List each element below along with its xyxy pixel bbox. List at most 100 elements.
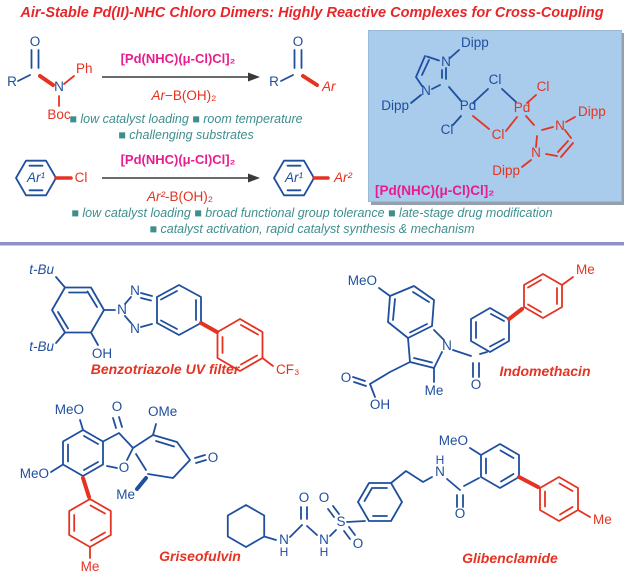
catalyst-text: [Pd(NHC)(μ-Cl)Cl]₂ bbox=[121, 51, 236, 66]
ketone-product-structure: O R Ar bbox=[269, 34, 336, 94]
atom-label-n: N bbox=[279, 532, 289, 547]
features-list: ■ low catalyst loading ■ broad functiona… bbox=[0, 206, 624, 237]
group-label-meo: MeO bbox=[348, 273, 377, 288]
indomethacin-structure: MeO N Me O OH O Me bbox=[341, 262, 595, 412]
page-title: Air-Stable Pd(II)-NHC Chloro Dimers: Hig… bbox=[20, 5, 604, 21]
group-label-ar: Ar bbox=[321, 79, 336, 94]
reaction-1-scheme: O R N Ph Boc [Pd(NHC)(μ-Cl)Cl]₂ Ar −B(OH… bbox=[7, 34, 336, 122]
atom-label-o: O bbox=[30, 34, 41, 49]
atom-label-o: O bbox=[353, 536, 364, 551]
catalyst-formula-label: [Pd(NHC)(μ-Cl)Cl]₂ bbox=[375, 183, 495, 198]
catalyst-text: [Pd(NHC)(μ-Cl)Cl]₂ bbox=[121, 152, 236, 167]
benzotriazole-red-aryl: CF₃ bbox=[199, 318, 300, 377]
group-label-dipp: Dipp bbox=[461, 35, 489, 50]
molecule-name-griseofulvin: Griseofulvin bbox=[159, 548, 241, 564]
arrowhead-icon bbox=[248, 72, 260, 82]
atom-label-n: N bbox=[435, 464, 445, 479]
amide-substrate-structure: O R N Ph Boc bbox=[7, 34, 92, 122]
glibenclamide-structure: N H O N H S O O H N O MeO bbox=[226, 433, 612, 559]
atom-label-n: N bbox=[117, 302, 127, 317]
group-label-ph: Ph bbox=[76, 61, 93, 76]
group-label-oh: OH bbox=[370, 397, 390, 412]
molecule-name-glibenclamide: Glibenclamide bbox=[462, 550, 558, 566]
group-label-me: Me bbox=[116, 487, 135, 502]
benzotriazole-blue-core: t-Bu t-Bu OH N N N bbox=[29, 262, 202, 361]
group-label-tbu: t-Bu bbox=[29, 262, 54, 277]
group-label-meo: MeO bbox=[55, 402, 84, 417]
feature-line: ■ low catalyst loading ■ room temperatur… bbox=[69, 112, 303, 126]
group-label-dipp: Dipp bbox=[578, 104, 606, 119]
atom-label-o: O bbox=[299, 490, 310, 505]
indomethacin-red-aryl: Me bbox=[507, 262, 595, 321]
atom-label-cl: Cl bbox=[441, 122, 454, 137]
feature-line: ■ catalyst activation, rapid catalyst sy… bbox=[149, 221, 475, 236]
atom-label-n: N bbox=[130, 321, 140, 336]
atom-label-o: O bbox=[341, 370, 352, 385]
group-label-cf3: CF₃ bbox=[276, 362, 300, 377]
atom-label-cl: Cl bbox=[537, 79, 550, 94]
atom-label-cl: Cl bbox=[489, 72, 502, 87]
group-label-meo: MeO bbox=[20, 466, 49, 481]
atom-label-cl: Cl bbox=[75, 170, 88, 185]
atom-label-n: N bbox=[555, 118, 565, 133]
nhc-pd-unit-blue: N N Dipp Dipp Pd Cl Cl bbox=[381, 35, 517, 137]
atom-label-s: S bbox=[336, 514, 345, 529]
atom-label-o: O bbox=[319, 490, 330, 505]
atom-label-h: H bbox=[280, 545, 289, 559]
group-label-ar2: Ar² bbox=[333, 170, 353, 185]
atom-label-r: R bbox=[269, 74, 279, 89]
atom-label-o: O bbox=[293, 34, 304, 49]
group-label-oh: OH bbox=[92, 346, 112, 361]
reaction-2-scheme: Ar¹ Cl [Pd(NHC)(μ-Cl)Cl]₂ Ar² -B(OH)₂ Ar… bbox=[15, 152, 353, 204]
atom-label-o: O bbox=[112, 399, 123, 414]
group-label-dipp: Dipp bbox=[492, 163, 520, 178]
catalyst-structure-box: N N Dipp Dipp Pd Cl Cl Cl Pd Cl bbox=[368, 30, 622, 202]
group-label-me: Me bbox=[576, 262, 595, 277]
glibenclamide-red-aryl: Me bbox=[517, 475, 612, 527]
biaryl-product: Ar¹ Ar² bbox=[273, 159, 353, 197]
atom-label-n: N bbox=[531, 145, 541, 160]
group-label-me: Me bbox=[81, 559, 100, 574]
molecule-name-indomethacin: Indomethacin bbox=[499, 363, 591, 379]
benzotriazole-structure: t-Bu t-Bu OH N N N CF₃ bbox=[29, 262, 300, 377]
indomethacin-blue-core: MeO N Me O OH O bbox=[341, 273, 510, 412]
reaction-2-arrow: [Pd(NHC)(μ-Cl)Cl]₂ Ar² -B(OH)₂ bbox=[102, 152, 260, 204]
group-label-me: Me bbox=[425, 383, 444, 398]
group-label-me: Me bbox=[593, 512, 612, 527]
group-label-tbu: t-Bu bbox=[29, 339, 54, 354]
atom-label-o: O bbox=[455, 506, 466, 521]
pd-dimer-structure: N N Dipp Dipp Pd Cl Cl Cl Pd Cl bbox=[381, 35, 606, 178]
atom-label-n: N bbox=[54, 79, 64, 94]
aryl-chloride-substrate: Ar¹ Cl bbox=[15, 159, 88, 197]
atom-label-pd: Pd bbox=[514, 100, 531, 115]
atom-label-cl: Cl bbox=[492, 127, 505, 142]
arrowhead-icon bbox=[248, 173, 260, 183]
atom-label-o: O bbox=[208, 450, 219, 465]
group-label-meo: MeO bbox=[439, 433, 468, 448]
ring-label-ar1: Ar¹ bbox=[26, 170, 46, 185]
atom-label-n: N bbox=[442, 338, 452, 353]
atom-label-h: H bbox=[320, 545, 329, 559]
atom-label-pd: Pd bbox=[460, 98, 477, 113]
atom-label-n: N bbox=[130, 283, 140, 298]
nhc-pd-unit-red: Cl Pd Cl N N Dipp Dipp bbox=[472, 79, 606, 178]
atom-label-n: N bbox=[441, 54, 451, 69]
ring-label-ar1: Ar¹ bbox=[284, 170, 304, 185]
atom-label-o: O bbox=[119, 460, 130, 475]
section-divider bbox=[0, 242, 624, 246]
molecule-name-benzotriazole: Benzotriazole UV filter bbox=[90, 361, 240, 377]
atom-label-o: O bbox=[471, 377, 482, 392]
reagent-rest: -B(OH)₂ bbox=[165, 189, 213, 204]
griseofulvin-blue-core: MeO MeO O O O OMe Me bbox=[20, 399, 218, 502]
atom-label-h: H bbox=[436, 453, 445, 467]
feature-line: ■ low catalyst loading ■ broad functiona… bbox=[71, 206, 553, 220]
atom-label-n: N bbox=[421, 83, 431, 98]
feature-line: ■ challenging substrates bbox=[118, 127, 254, 142]
atom-label-n: N bbox=[319, 532, 329, 547]
reaction-1-features: ■ low catalyst loading ■ room temperatur… bbox=[0, 112, 372, 143]
reagent-ar: Ar bbox=[151, 88, 166, 103]
group-label-dipp: Dipp bbox=[381, 98, 409, 113]
atom-label-r: R bbox=[7, 74, 17, 89]
reaction-1-arrow: [Pd(NHC)(μ-Cl)Cl]₂ Ar −B(OH)₂ bbox=[102, 51, 260, 103]
